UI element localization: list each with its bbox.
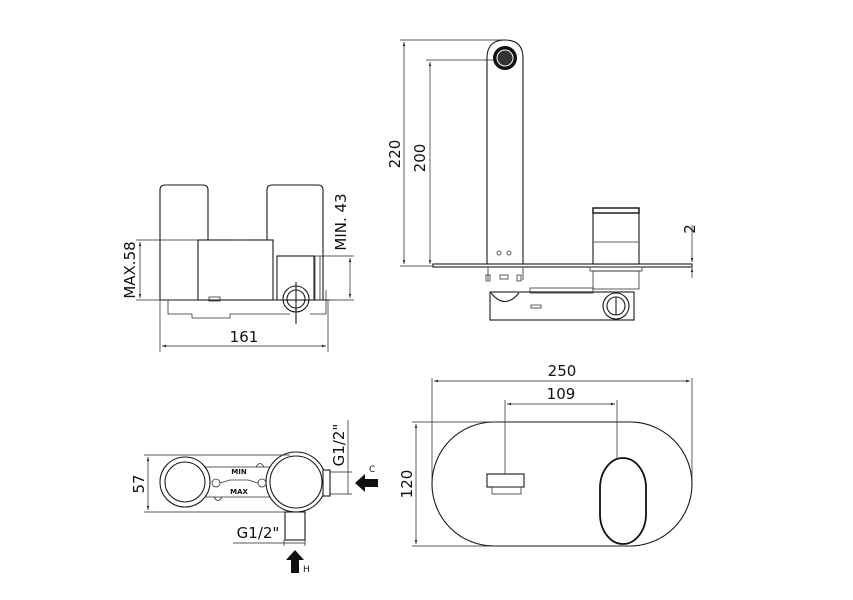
lever-handle xyxy=(599,457,647,545)
dim-center-109: 109 xyxy=(547,385,576,403)
dim-depth-57: 57 xyxy=(130,474,148,493)
dim-hot-inlet: G1/2" xyxy=(237,524,280,542)
top-view: MIN MAX 57 G1/2" G1/2" C H xyxy=(130,420,378,575)
side-view: 220 200 2 xyxy=(386,39,699,321)
front-right-cylinder xyxy=(266,184,324,300)
hot-label: H xyxy=(303,565,310,575)
dim-cold-inlet: G1/2" xyxy=(330,424,348,467)
dim-height-120: 120 xyxy=(398,470,416,499)
front-view: 161 MAX.58 MIN. 43 xyxy=(121,184,354,352)
dim-max-58: MAX.58 xyxy=(121,241,139,298)
dim-height-220: 220 xyxy=(386,140,404,169)
front-body-box xyxy=(197,239,274,301)
oval-wall-plate xyxy=(431,421,693,547)
dim-thickness-2: 2 xyxy=(681,224,699,234)
dim-width-161: 161 xyxy=(230,328,259,346)
dim-height-200: 200 xyxy=(411,144,429,173)
spout-base xyxy=(486,473,525,488)
plate-view: 250 109 120 xyxy=(398,362,693,547)
front-left-cylinder xyxy=(159,184,209,300)
cold-label: C xyxy=(369,465,375,475)
cold-arrow-icon xyxy=(355,474,378,492)
wall-plate xyxy=(432,263,693,268)
dim-min-43: MIN. 43 xyxy=(332,193,350,250)
label-max: MAX xyxy=(230,488,248,496)
side-handle xyxy=(592,209,640,265)
dim-width-250: 250 xyxy=(548,362,577,380)
hot-arrow-icon xyxy=(286,550,304,573)
spout xyxy=(486,39,524,266)
label-min: MIN xyxy=(231,468,247,476)
